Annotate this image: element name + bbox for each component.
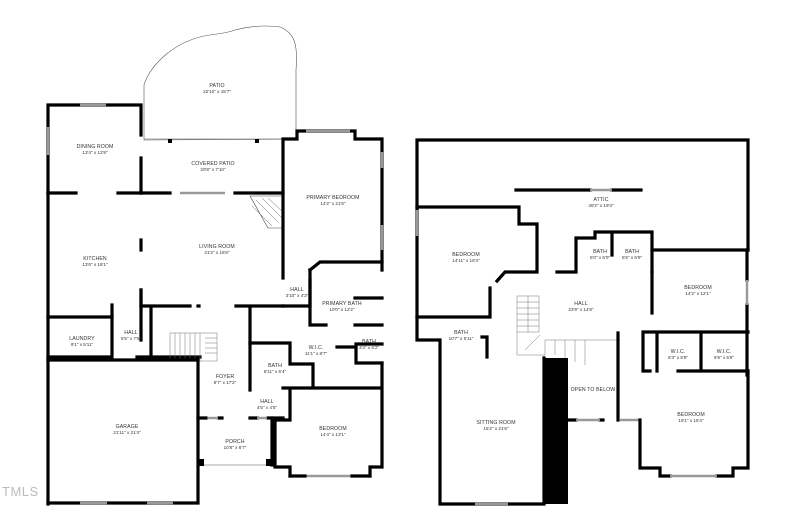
attic-walls	[415, 138, 750, 252]
room-dims-primary-bath: 10'0" x 12'2"	[329, 307, 355, 312]
room-label-hall: HALL	[260, 399, 273, 405]
open-to-below-walls	[566, 331, 620, 422]
room-label-porch: PORCH	[225, 439, 244, 445]
room-dims-attic: 49'2" x 19'3"	[588, 203, 614, 208]
room-dims-covered-patio: 20'8" x 7'10"	[200, 167, 226, 172]
room-dims-kitchen: 13'6" x 18'1"	[82, 262, 108, 267]
bedroom-2-walls	[415, 205, 539, 319]
room-dims-bath: 5'0" x 5'0"	[590, 255, 610, 260]
room-label-hall: HALL	[574, 301, 587, 307]
wic-walls	[641, 330, 750, 373]
mls-watermark: TMLS	[2, 484, 39, 499]
room-dims-patio: 22'10" x 15'7"	[203, 89, 231, 94]
room-label-hall: HALL	[124, 330, 137, 336]
room-label-sitting-room: SITTING ROOM	[476, 420, 515, 426]
room-label-bath: BATH	[362, 339, 376, 345]
laundry-wall	[46, 288, 143, 319]
room-dims-porch: 10'8" x 6'7"	[224, 445, 247, 450]
room-dims-hall: 4'5" x 4'5"	[257, 405, 277, 410]
porch-column	[266, 459, 272, 466]
fireplace	[249, 195, 284, 229]
room-label-wic: W.I.C.	[717, 349, 732, 355]
bedroom-4-walls	[638, 369, 750, 478]
room-dims-garage: 21'11" x 21'4"	[113, 430, 141, 435]
foyer-walls	[196, 304, 285, 392]
room-label-hall: HALL	[290, 287, 303, 293]
room-label-wic: W.I.C.	[671, 349, 686, 355]
patio-outline	[143, 25, 297, 141]
bath-walls	[248, 341, 315, 388]
room-label-garage: GARAGE	[116, 424, 139, 430]
room-dims-hall: 23'9" x 14'8"	[568, 307, 594, 312]
room-labels: PATIO 22'10" x 15'7" DINING ROOM 13'4" x…	[69, 83, 734, 450]
room-dims-wic: 6'9" x 5'8"	[714, 355, 734, 360]
upper-baths-walls	[555, 230, 654, 274]
room-label-dining-room: DINING ROOM	[77, 144, 114, 150]
room-dims-bath: 10'7" x 5'11"	[449, 336, 474, 341]
room-label-patio: PATIO	[209, 83, 224, 89]
room-dims-hall: 3'10" x 4'3"	[286, 293, 309, 298]
main-floor-plan	[46, 25, 384, 506]
room-label-kitchen: KITCHEN	[83, 256, 107, 262]
laundry-hall-walls	[46, 304, 202, 359]
room-dims-bath: 5'5" x 5'9"	[622, 255, 642, 260]
stairwell-void	[543, 358, 568, 504]
room-dims-wic: 6'3" x 5'8"	[668, 355, 688, 360]
bedroom-1-walls	[273, 361, 384, 478]
room-dims-bath: 3'3" x 5'2"	[359, 345, 379, 350]
room-label-bath: BATH	[625, 249, 639, 255]
room-dims-hall: 5'5" x 7'6"	[121, 336, 141, 341]
room-label-bedroom: BEDROOM	[677, 412, 705, 418]
room-dims-sitting-room: 15'2" x 21'6"	[483, 426, 509, 431]
room-label-foyer: FOYER	[216, 374, 235, 380]
sitting-room-walls	[415, 315, 546, 506]
room-dims-living-room: 21'2" x 16'6"	[204, 250, 230, 255]
room-label-bedroom: BEDROOM	[684, 285, 712, 291]
room-label-attic: ATTIC	[593, 197, 608, 203]
room-label-bath: BATH	[593, 249, 607, 255]
room-label-covered-patio: COVERED PATIO	[191, 161, 234, 167]
bedroom-3-walls	[650, 248, 750, 377]
primary-bath-walls	[308, 278, 384, 327]
column	[255, 139, 259, 143]
room-dims-foyer: 8'7" x 17'2"	[214, 380, 237, 385]
room-label-bath: BATH	[268, 363, 282, 369]
room-dims-wic: 11'1" x 8'7"	[305, 351, 328, 356]
porch-column	[198, 459, 204, 466]
room-label-primary-bath: PRIMARY BATH	[322, 301, 362, 307]
room-label-bedroom: BEDROOM	[452, 252, 480, 258]
room-dims-laundry: 9'1" x 5'11"	[71, 342, 94, 347]
garage-walls	[46, 358, 200, 505]
room-dims-bedroom: 14'4" x 13'1"	[320, 432, 346, 437]
room-label-wic: W.I.C.	[309, 345, 324, 351]
room-label-open-to-below: OPEN TO BELOW	[571, 387, 616, 393]
column	[168, 139, 172, 143]
room-label-living-room: LIVING ROOM	[199, 244, 235, 250]
upper-stairs	[516, 295, 620, 365]
room-label-primary-bedroom: PRIMARY BEDROOM	[306, 195, 359, 201]
small-bath-walls	[354, 342, 384, 365]
room-dims-bedroom: 19'1" x 15'4"	[678, 418, 704, 423]
room-dims-dining-room: 13'4" x 12'8"	[82, 150, 108, 155]
room-dims-primary-bedroom: 14'2" x 21'5"	[320, 201, 346, 206]
room-dims-bath: 8'11" x 6'4"	[264, 369, 287, 374]
room-dims-bedroom: 14'2" x 12'1"	[685, 291, 711, 296]
room-label-laundry: LAUNDRY	[69, 336, 95, 342]
room-dims-bedroom: 14'11" x 16'4"	[452, 258, 480, 263]
room-label-bedroom: BEDROOM	[319, 426, 347, 432]
upper-floor-plan	[415, 138, 750, 506]
room-label-bath: BATH	[454, 330, 468, 336]
